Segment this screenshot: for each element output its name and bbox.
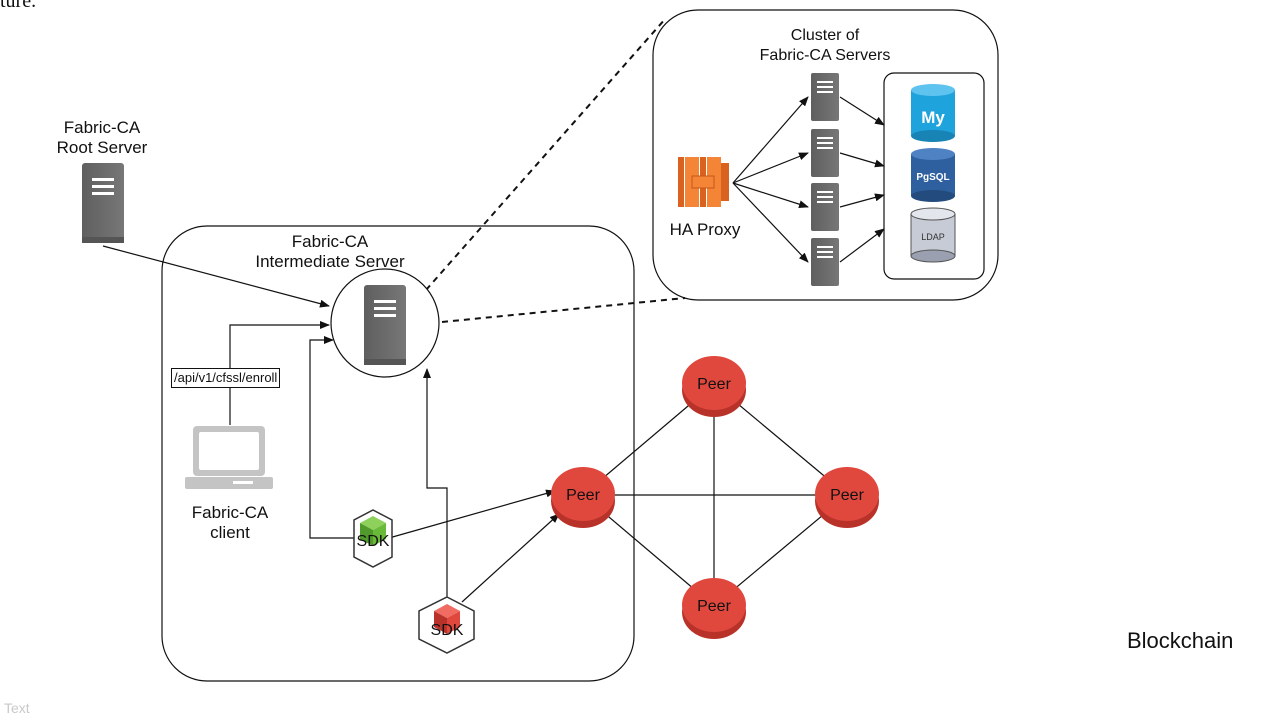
cluster-label: Cluster of Fabric-CA Servers bbox=[740, 26, 910, 66]
peer-node: Peer bbox=[551, 467, 615, 528]
laptop-icon bbox=[185, 426, 273, 489]
svg-text:Peer: Peer bbox=[566, 487, 600, 504]
intermediate-server-label-line2: Intermediate Server bbox=[255, 252, 405, 271]
peer-node: Peer bbox=[682, 578, 746, 639]
svg-text:Peer: Peer bbox=[830, 487, 864, 504]
mysql-label: My bbox=[921, 108, 945, 127]
cluster-container bbox=[652, 9, 999, 301]
cluster-label-line1: Cluster of bbox=[790, 27, 860, 44]
api-endpoint-label: /api/v1/cfssl/enroll bbox=[171, 368, 281, 388]
cluster-server-3-icon bbox=[811, 183, 839, 231]
intermediate-server-label-line1: Fabric-CA bbox=[291, 232, 369, 251]
mysql-icon: My bbox=[911, 84, 955, 142]
client-to-intermediate-arrow bbox=[229, 321, 330, 425]
root-server-icon bbox=[82, 163, 124, 243]
intermediate-server-icon bbox=[364, 285, 406, 365]
blockchain-label: Blockchain bbox=[1127, 628, 1234, 653]
sdk-red-to-peer-arrow bbox=[461, 513, 560, 603]
haproxy-label: HA Proxy bbox=[669, 220, 741, 239]
intermediate-server-label: Fabric-CA Intermediate Server bbox=[250, 232, 410, 272]
cluster-server-icons bbox=[811, 73, 839, 286]
ldap-label: LDAP bbox=[921, 232, 945, 242]
sdk-red-to-intermediate-arrow bbox=[423, 368, 448, 597]
sdk-green-label: SDK bbox=[357, 533, 390, 550]
database-group-box bbox=[883, 72, 985, 280]
cluster-label-line2: Fabric-CA Servers bbox=[759, 47, 891, 64]
peer-node: Peer bbox=[815, 467, 879, 528]
zoom-line-bottom bbox=[441, 297, 686, 323]
sdk-green-icon: SDK bbox=[353, 509, 393, 568]
proxy-to-servers-arrows bbox=[732, 96, 809, 263]
sdk-red-label: SDK bbox=[431, 622, 464, 639]
sdk-red-icon: SDK bbox=[418, 596, 475, 654]
cluster-server-1-icon bbox=[811, 73, 839, 121]
sdk-green-to-peer-arrow bbox=[388, 489, 556, 539]
ldap-icon: LDAP bbox=[910, 207, 956, 263]
cluster-server-4-icon bbox=[811, 238, 839, 286]
svg-text:Peer: Peer bbox=[697, 598, 731, 615]
client-label-line2: client bbox=[210, 523, 250, 542]
zoom-line-top bbox=[425, 17, 667, 291]
peer-mesh-edges bbox=[582, 383, 848, 607]
pgsql-icon: PgSQL bbox=[911, 148, 955, 202]
root-server-label-line2: Root Server bbox=[56, 138, 148, 157]
peer-node: Peer bbox=[682, 356, 746, 417]
svg-text:Peer: Peer bbox=[697, 376, 731, 393]
pgsql-label: PgSQL bbox=[916, 172, 949, 183]
sdk-green-to-intermediate-arrow bbox=[309, 336, 357, 539]
root-server-label-line1: Fabric-CA bbox=[63, 118, 141, 137]
haproxy-icon bbox=[678, 157, 729, 207]
cluster-server-2-icon bbox=[811, 129, 839, 177]
cropped-caption-text: ture. bbox=[0, 0, 37, 12]
intermediate-server-container bbox=[161, 225, 635, 682]
servers-to-databases-arrows bbox=[839, 96, 885, 263]
root-to-intermediate-arrow bbox=[102, 245, 330, 308]
root-server-label: Fabric-CA Root Server bbox=[42, 118, 162, 158]
client-label-line1: Fabric-CA bbox=[191, 503, 269, 522]
client-label: Fabric-CA client bbox=[180, 503, 280, 543]
watermark-text: Text bbox=[4, 700, 30, 716]
